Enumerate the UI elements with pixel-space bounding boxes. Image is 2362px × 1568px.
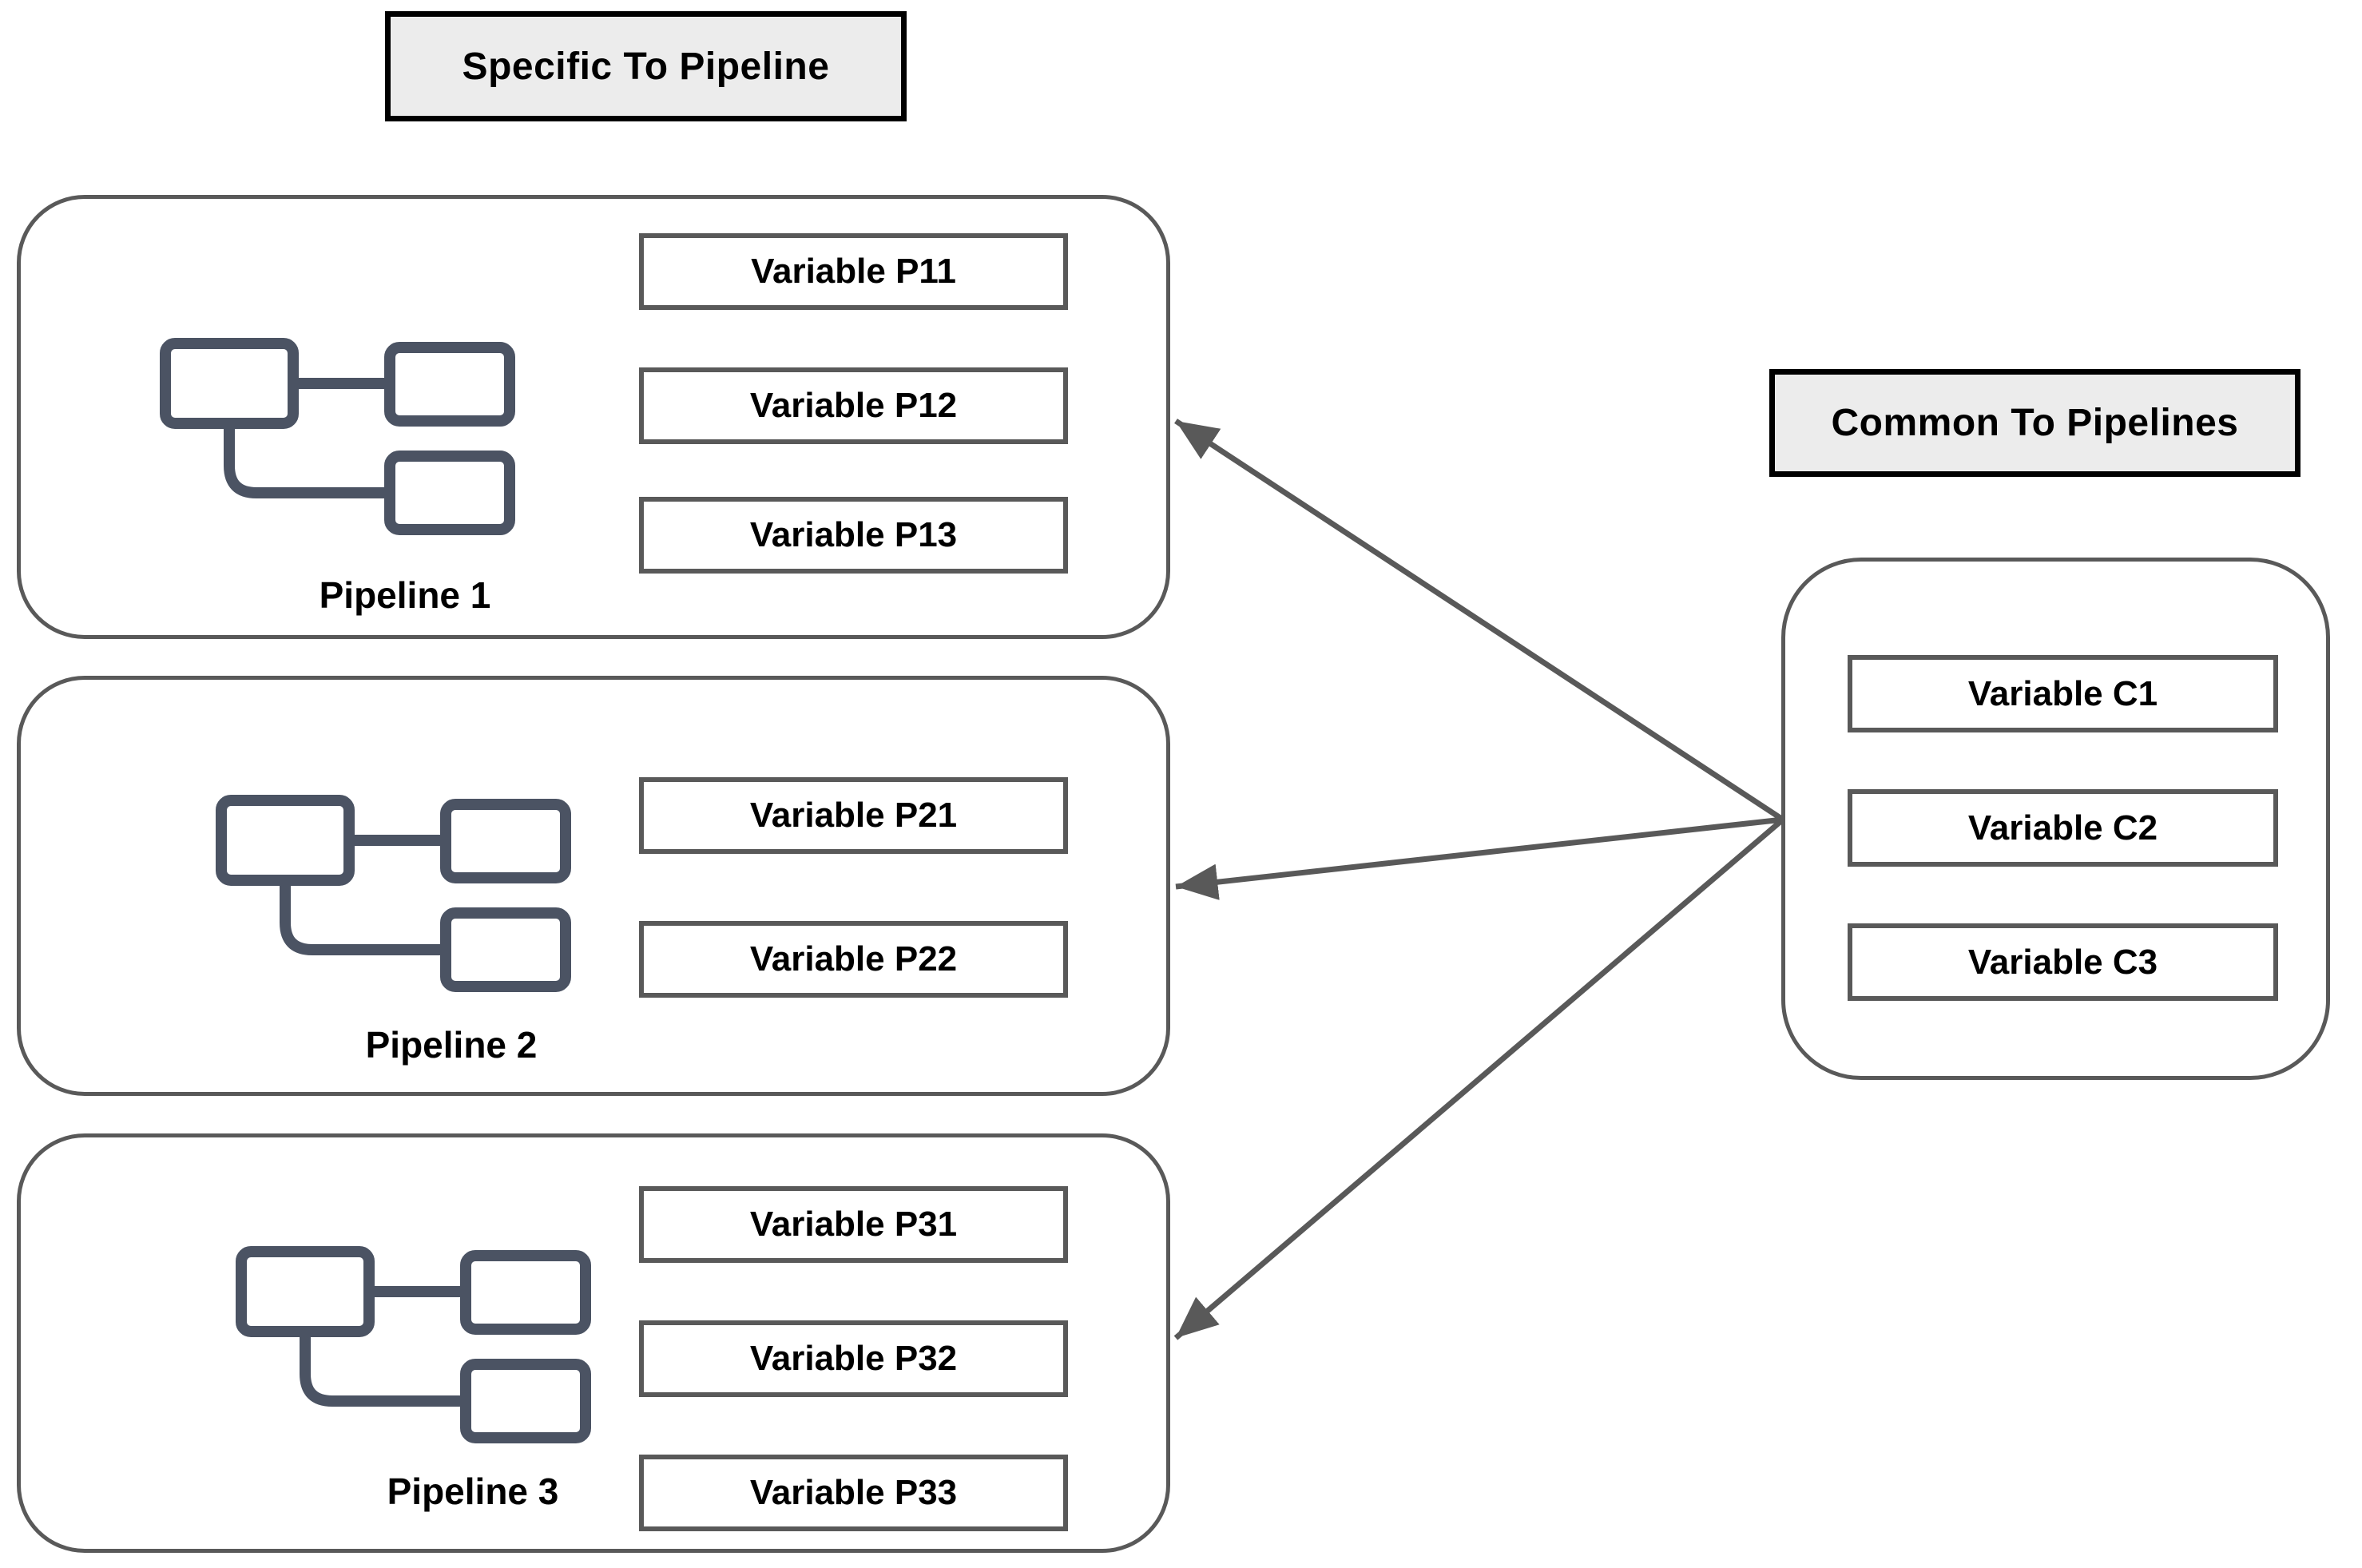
pipeline-3-label: Pipeline 3 <box>387 1471 559 1512</box>
icon-node <box>460 1250 591 1335</box>
variable-box-p12: Variable P12 <box>639 367 1068 444</box>
icon-node <box>440 907 571 992</box>
icon-connector-elbow <box>280 880 446 955</box>
specific-header-label: Specific To Pipeline <box>462 45 830 88</box>
icon-node <box>216 795 355 886</box>
variable-box-p11: Variable P11 <box>639 233 1068 310</box>
pipeline-icon <box>216 795 571 992</box>
icon-node <box>384 451 515 535</box>
pipeline-3-container: Pipeline 3 Variable P31 Variable P32 Var… <box>17 1133 1170 1553</box>
icon-node <box>440 799 571 883</box>
icon-node <box>160 338 299 429</box>
pipeline-icon <box>160 338 515 535</box>
variable-box-p22: Variable P22 <box>639 921 1068 998</box>
common-to-pipelines-header: Common To Pipelines <box>1769 369 2300 477</box>
variable-box-p13: Variable P13 <box>639 497 1068 574</box>
common-variables-container: Variable C1 Variable C2 Variable C3 <box>1781 558 2330 1080</box>
pipeline-1-label: Pipeline 1 <box>319 574 491 616</box>
pipeline-1-container: Pipeline 1 Variable P11 Variable P12 Var… <box>17 195 1170 639</box>
icon-connector-elbow <box>300 1332 466 1407</box>
icon-node <box>384 342 515 427</box>
variable-box-p31: Variable P31 <box>639 1186 1068 1263</box>
variable-box-p21: Variable P21 <box>639 777 1068 854</box>
specific-to-pipeline-header: Specific To Pipeline <box>385 11 907 121</box>
icon-node <box>460 1359 591 1443</box>
icon-connector-elbow <box>224 423 390 498</box>
common-header-label: Common To Pipelines <box>1831 402 2239 444</box>
variable-box-p32: Variable P32 <box>639 1320 1068 1397</box>
pipeline-2-container: Pipeline 2 Variable P21 Variable P22 <box>17 676 1170 1096</box>
pipeline-2-label: Pipeline 2 <box>365 1024 538 1066</box>
arrow-to-pipeline-1 <box>1174 419 1784 822</box>
icon-node <box>236 1246 375 1337</box>
arrow-to-pipeline-2 <box>1175 816 1784 900</box>
variable-box-c2: Variable C2 <box>1848 789 2278 867</box>
variable-box-c3: Variable C3 <box>1848 923 2278 1001</box>
pipeline-icon <box>236 1246 591 1443</box>
variable-box-p33: Variable P33 <box>639 1455 1068 1531</box>
variable-box-c1: Variable C1 <box>1848 655 2278 732</box>
arrow-to-pipeline-3 <box>1173 817 1785 1340</box>
